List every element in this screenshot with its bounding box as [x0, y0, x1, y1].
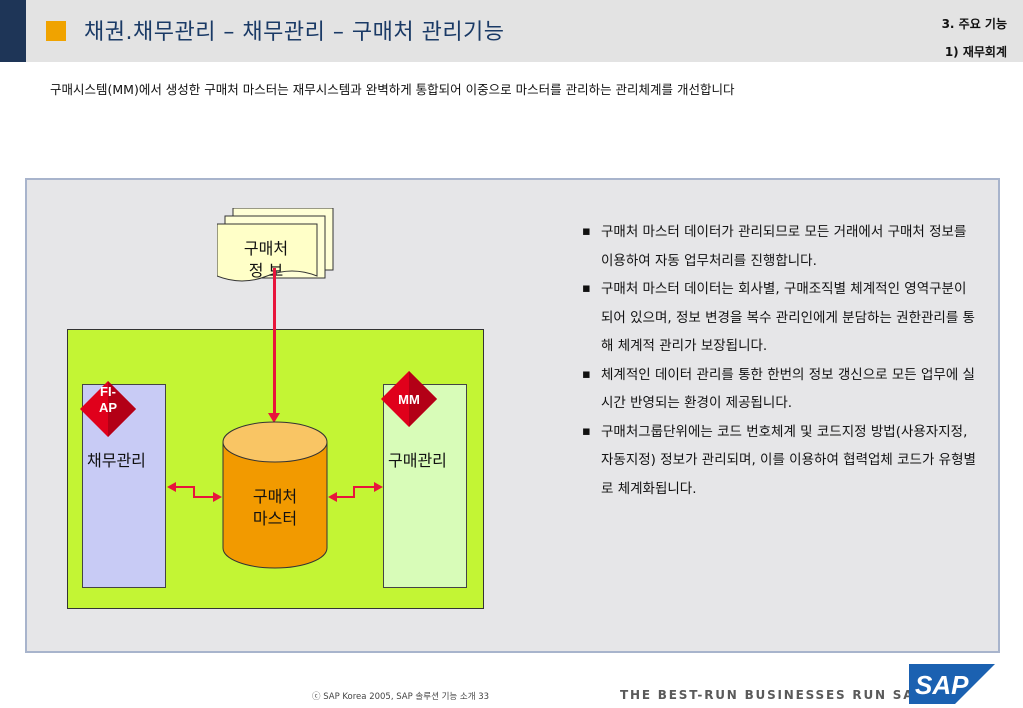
vendor-info-document-icon	[217, 208, 337, 288]
mm-badge-icon	[381, 371, 437, 427]
data-flow-arrowhead	[268, 413, 280, 423]
footer-copyright: ⓒ SAP Korea 2005, SAP 솔루션 기능 소개 33	[312, 692, 490, 702]
section-indicator: 3. 주요 기능 1) 재무회계	[942, 10, 1007, 66]
sap-logo-icon: SAP	[909, 664, 995, 704]
vendor-master-database-icon	[222, 421, 328, 569]
header-bar: 채권.채무관리 – 채무관리 – 구매처 관리기능 3. 주요 기능 1) 재무…	[0, 0, 1023, 62]
mm-module-label: 구매관리	[388, 451, 447, 470]
vendor-master-label: 구매처 마스터	[252, 487, 298, 528]
data-flow-line	[273, 268, 276, 418]
list-item: 구매처 마스터 데이터는 회사별, 구매조직별 체계적인 영역구분이 되어 있으…	[582, 275, 982, 361]
mm-badge-text: MM	[398, 392, 420, 407]
mm-module	[383, 384, 467, 588]
section-label: 3. 주요 기능	[941, 17, 1007, 31]
header-orange-square	[46, 21, 66, 41]
subsection-label: 1) 재무회계	[944, 45, 1007, 59]
footer-tagline: THE BEST-RUN BUSINESSES RUN SAP	[620, 688, 925, 702]
header-navy-block	[0, 0, 26, 62]
fi-ap-module-label: 채무관리	[87, 451, 146, 470]
feature-bullet-list: 구매처 마스터 데이터가 관리되므로 모든 거래에서 구매처 정보를 이용하여 …	[582, 218, 982, 503]
page-subtitle: 구매시스템(MM)에서 생성한 구매처 마스터는 재무시스템과 완벽하게 통합되…	[50, 82, 735, 97]
svg-text:SAP: SAP	[915, 670, 969, 700]
fi-ap-badge-text: FI- AP	[98, 384, 118, 415]
page-title: 채권.채무관리 – 채무관리 – 구매처 관리기능	[84, 20, 505, 45]
list-item: 구매처 마스터 데이터가 관리되므로 모든 거래에서 구매처 정보를 이용하여 …	[582, 218, 982, 275]
list-item: 체계적인 데이터 관리를 통한 한번의 정보 갱신으로 모든 업무에 실시간 반…	[582, 361, 982, 418]
fi-ap-badge-icon	[80, 381, 136, 437]
list-item: 구매처그룹단위에는 코드 번호체계 및 코드지정 방법(사용자지정, 자동지정)…	[582, 418, 982, 504]
vendor-info-label: 구매처 정 보	[243, 239, 289, 280]
